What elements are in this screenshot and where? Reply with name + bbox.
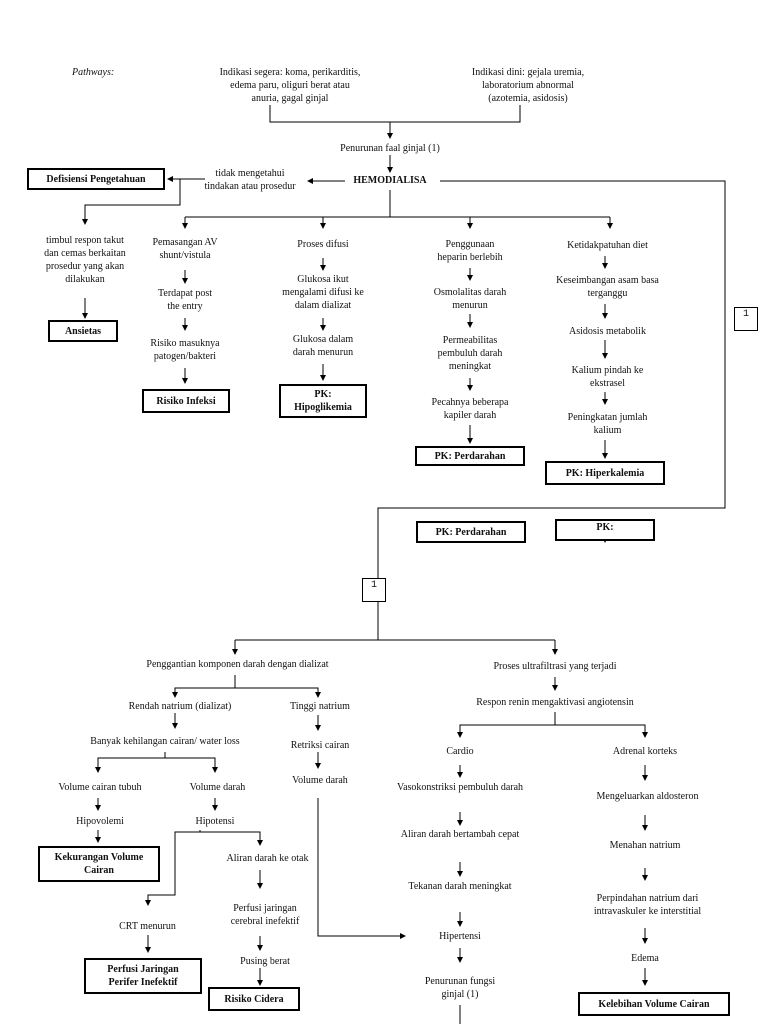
- pusing-berat: Pusing berat: [240, 956, 290, 967]
- proses-difusi: Proses difusi: [297, 239, 349, 250]
- dx-perfusi-perifer: Perfusi Jaringan Perifer Inefektif: [84, 958, 202, 994]
- permeabilitas-meningkat: Permeabilitas pembuluh darah meningkat: [437, 335, 503, 372]
- dx-risiko-cidera: Risiko Cidera: [208, 987, 300, 1011]
- cardio: Cardio: [446, 746, 474, 757]
- penurunan-faal-ginjal: Penurunan faal ginjal (1): [340, 143, 440, 154]
- penggunaan-heparin: Penggunaan heparin berlebih: [437, 239, 503, 263]
- dx-pk-blank: PK:: [555, 519, 655, 541]
- ref-connector-1-mid: 1: [362, 578, 386, 602]
- osmolalitas-menurun: Osmolalitas darah menurun: [433, 287, 507, 311]
- terdapat-post-entry: Terdapat post the entry: [157, 288, 212, 312]
- volume-cairan-tubuh: Volume cairan tubuh: [58, 782, 142, 793]
- banyak-kehilangan-cairan: Banyak kehilangan cairan/ water loss: [90, 736, 240, 747]
- dx-pk-perdarahan-top: PK: Perdarahan: [415, 446, 525, 466]
- hemodialisa: HEMODIALISA: [353, 175, 427, 186]
- dx-pk-hipoglikemia: PK: Hipoglikemia: [279, 384, 367, 418]
- glukosa-ikut-difusi: Glukosa ikut mengalami difusi ke dalam d…: [282, 274, 364, 311]
- tidak-mengetahui: tidak mengetahui tindakan atau prosedur: [204, 168, 296, 192]
- pemasangan-av-shunt: Pemasangan AV shunt/vistula: [152, 237, 218, 261]
- tinggi-natrium: Tinggi natrium: [290, 701, 350, 712]
- glukosa-dalam-darah-menurun: Glukosa dalam darah menurun: [292, 334, 354, 358]
- crt-menurun: CRT menurun: [119, 921, 176, 932]
- indikasi-segera: Indikasi segera: koma, perikarditis, ede…: [219, 67, 361, 104]
- menahan-natrium: Menahan natrium: [609, 840, 681, 851]
- perpindahan-natrium: Perpindahan natrium dari intravaskuler k…: [593, 893, 702, 917]
- dx-defisiensi-pengetahuan: Defisiensi Pengetahuan: [27, 168, 165, 190]
- ketidakpatuhan-diet: Ketidakpatuhan diet: [567, 240, 648, 251]
- edema: Edema: [631, 953, 659, 964]
- penggantian-komponen-darah: Penggantian komponen darah dengan dializ…: [146, 659, 329, 670]
- pecahnya-kapiler: Pecahnya beberapa kapiler darah: [431, 397, 509, 421]
- pathways-label: Pathways:: [72, 67, 115, 78]
- penurunan-fungsi-ginjal: Penurunan fungsi ginjal (1): [424, 976, 496, 1000]
- dx-ansietas: Ansietas: [48, 320, 118, 342]
- hipertensi: Hipertensi: [439, 931, 481, 942]
- keseimbangan-asam-basa: Keseimbangan asam basa terganggu: [556, 275, 659, 299]
- dx-pk-perdarahan-mid: PK: Perdarahan: [416, 521, 526, 543]
- retriksi-cairan: Retriksi cairan: [290, 740, 350, 751]
- dx-kelebihan-volume-cairan: Kelebihan Volume Cairan: [578, 992, 730, 1016]
- aliran-darah-cepat: Aliran darah bertambah cepat: [400, 829, 520, 840]
- connector-lines: [82, 105, 726, 1024]
- risiko-masuknya-patogen: Risiko masuknya patogen/bakteri: [150, 338, 220, 362]
- rendah-natrium: Rendah natrium (dializat): [128, 701, 232, 712]
- adrenal-korteks: Adrenal korteks: [612, 746, 678, 757]
- kalium-pindah: Kalium pindah ke ekstrasel: [571, 365, 644, 389]
- hipotensi: Hipotensi: [195, 816, 235, 827]
- indikasi-dini: Indikasi dini: gejala uremia, laboratori…: [471, 67, 585, 104]
- dx-pk-hiperkalemia: PK: Hiperkalemia: [545, 461, 665, 485]
- mengeluarkan-aldosteron: Mengeluarkan aldosteron: [596, 791, 699, 802]
- aliran-darah-ke-otak: Aliran darah ke otak: [226, 853, 309, 864]
- proses-ultrafiltrasi: Proses ultrafiltrasi yang terjadi: [493, 661, 617, 672]
- dx-kekurangan-volume-cairan: Kekurangan Volume Cairan: [38, 846, 160, 882]
- hipovolemi: Hipovolemi: [76, 816, 124, 827]
- volume-darah: Volume darah: [189, 782, 246, 793]
- respon-renin: Respon renin mengaktivasi angiotensin: [476, 697, 634, 708]
- perfusi-jaringan-cerebral: Perfusi jaringan cerebral inefektif: [230, 903, 300, 927]
- dx-risiko-infeksi: Risiko Infeksi: [142, 389, 230, 413]
- ref-connector-1-right: 1: [734, 307, 758, 331]
- peningkatan-kalium: Peningkatan jumlah kalium: [567, 412, 648, 436]
- timbul-respon: timbul respon takut dan cemas berkaitan …: [44, 235, 126, 285]
- tekanan-darah-meningkat: Tekanan darah meningkat: [408, 881, 512, 892]
- asidosis-metabolik: Asidosis metabolik: [569, 326, 646, 337]
- vasokonstriksi: Vasokonstriksi pembuluh darah: [396, 782, 524, 793]
- volume-darah-kanan: Volume darah: [292, 775, 348, 786]
